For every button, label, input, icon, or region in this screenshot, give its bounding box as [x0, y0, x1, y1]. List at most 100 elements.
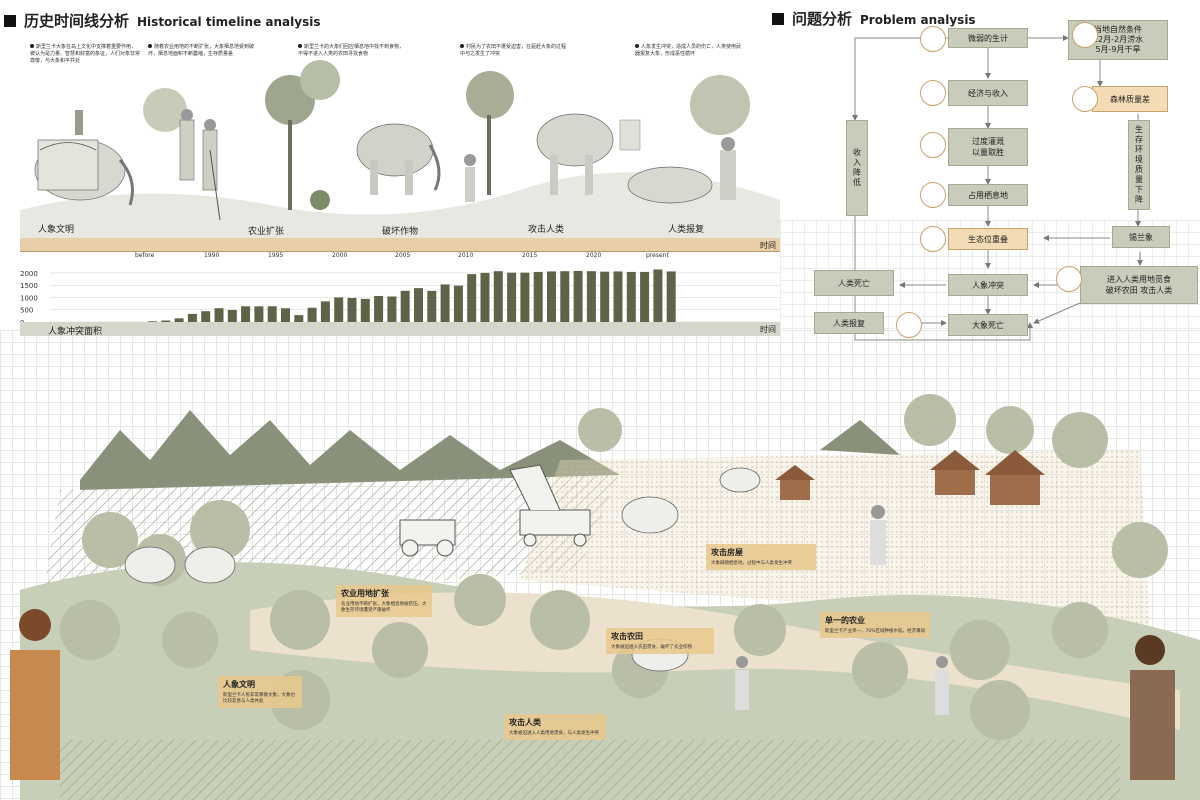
node-livelihood: 微弱的生计: [948, 28, 1028, 48]
year-label: 2020: [586, 252, 602, 259]
timeline-time-label: 时间: [760, 241, 776, 250]
human-revenge-illustration: [619, 75, 750, 204]
timeline-note-3: 斯里兰卡的大象们回应栖息地中找不到食物，不得不进入人类的农田寻找食物: [298, 44, 405, 57]
conflict-area-bar-chart: 2000150010005000: [20, 269, 780, 327]
bullet-icon: [148, 44, 152, 48]
farmer-icon: [920, 132, 946, 158]
chart-bar: [520, 272, 530, 322]
node-overgrazing: 过度灌溉 以量取胜: [948, 128, 1028, 166]
chart-ytick-label: 1500: [20, 282, 38, 290]
node-human-elephant-conflict: 人象冲突: [948, 274, 1028, 296]
chart-bar: [480, 272, 490, 322]
chart-title: 人象冲突面积: [48, 327, 103, 337]
node-economy: 经济与收入: [948, 80, 1028, 106]
timeline-note-4: 村民为了农田不遭受迫害，在驱赶大象的过程中与之发生了冲突: [460, 44, 567, 57]
year-label: 2010: [458, 252, 474, 259]
village-houses: [775, 450, 1045, 505]
year-label: 2000: [332, 252, 348, 259]
mountain-range: [80, 410, 620, 490]
chart-bar: [586, 271, 596, 322]
bullet-icon: [635, 44, 639, 48]
flow-arrow: [852, 37, 948, 121]
node-human-revenge: 人类报复: [814, 312, 884, 334]
title-square-icon: [772, 12, 784, 25]
chart-bar: [493, 271, 503, 322]
year-label: 2005: [395, 252, 411, 259]
mountain-range: [820, 420, 900, 455]
crop-destruction-illustration: [265, 60, 441, 210]
year-label: present: [646, 252, 669, 259]
chart-ytick-label: 1000: [20, 294, 38, 302]
history-section-title: 历史时间线分析 Historical timeline analysis: [4, 10, 320, 31]
year-label: 2015: [522, 252, 538, 259]
chart-bar: [148, 321, 157, 322]
chart-bar: [547, 271, 556, 322]
year-label: before: [135, 252, 155, 259]
chart-bar: [347, 297, 357, 322]
caption-attack-houses: 攻击房屋 大象踩踏栖息地，过程中与人类发生冲突: [706, 544, 816, 570]
timeline-note-1: 斯里兰卡大象在岛上文化中支撑着重要作用，被认为是力量、智慧和财富的象征，人们对象…: [30, 44, 141, 64]
chart-bar: [201, 311, 211, 322]
weapon-icon: [896, 312, 922, 338]
history-title-en: Historical timeline analysis: [137, 15, 321, 29]
construction-machinery: [399, 464, 591, 557]
money-hand-icon: [920, 80, 946, 106]
chart-bar: [467, 274, 477, 322]
fence-strip: [60, 740, 1120, 800]
stage-label-3: 破坏作物: [382, 227, 419, 237]
stage-label-1: 人象文明: [38, 225, 75, 235]
node-enter-farmland: 进入人类用地觅食 破坏农田 攻击人类: [1080, 266, 1198, 304]
problem-title-cn: 问题分析: [792, 10, 853, 28]
chart-bar: [560, 271, 570, 322]
chart-bar: [400, 290, 410, 322]
people-figures: [10, 505, 1175, 780]
chart-bar: [360, 298, 370, 322]
chart-bar: [281, 308, 290, 322]
chart-xlabel: 时间: [760, 325, 776, 334]
chart-bar: [533, 271, 543, 322]
bullet-icon: [298, 44, 302, 48]
node-elephant-death: 大象死亡: [948, 314, 1028, 336]
chart-bar: [414, 288, 423, 322]
title-square-icon: [4, 14, 16, 27]
bullet-icon: [30, 44, 34, 48]
chart-bar: [161, 320, 171, 322]
chart-bar: [387, 296, 397, 322]
chart-bar: [453, 285, 463, 322]
timeline-note-2: 随着农业用地的不断扩张，大象栖息地受到破坏，栖息地面积不断萎缩，生存质量差: [148, 44, 255, 57]
chart-bar: [320, 301, 330, 322]
year-label: 1990: [204, 252, 220, 259]
stage-label-2: 农业扩张: [248, 227, 285, 237]
node-ceylon-elephant: 锡兰象: [1112, 226, 1170, 248]
node-income-drop: 收入降低: [846, 120, 868, 216]
chart-bar: [214, 308, 224, 322]
node-forest-quality: 森林质量差: [1092, 86, 1168, 112]
farmers-illustration: [143, 88, 221, 221]
caption-agricultural-expansion: 农业用地扩张 农业用地不断扩张，大象栖息地被挤压，大象生存环境遭受严重破坏: [336, 585, 432, 617]
hand-coin-icon: [920, 26, 946, 52]
caption-attack-farmland: 攻击农田 大象被迫进入农田觅食，破坏了农业作物: [606, 628, 714, 654]
timeline-note-5: 人象发生冲突，造成人员的伤亡，人类使用武器报复大象，形成恶性循环: [635, 44, 742, 57]
chart-bar: [666, 271, 676, 322]
chart-bar: [440, 284, 450, 322]
winding-path: [250, 592, 1180, 730]
chart-bar: [254, 306, 264, 322]
stage-label-4: 攻击人类: [528, 225, 565, 235]
node-human-death: 人类死亡: [814, 270, 894, 296]
node-environment-decline: 生存环境质量下降: [1128, 120, 1150, 210]
chart-bar: [307, 307, 317, 322]
elephant-icon: [1056, 266, 1082, 292]
chart-bar: [187, 313, 197, 322]
habitat-icon: [920, 182, 946, 208]
decorated-elephant-illustration: [34, 110, 134, 206]
chart-bar: [640, 271, 650, 322]
timeline-bar: 时间: [20, 238, 780, 252]
caption-attack-humans: 攻击人类 大象被迫进入人类用地觅食，与人类发生冲突: [504, 714, 606, 740]
chart-bar: [573, 270, 583, 322]
problem-title-en: Problem analysis: [860, 13, 976, 27]
stage-label-5: 人类报复: [668, 225, 705, 235]
overlap-icon: [920, 226, 946, 252]
caption-human-elephant-civilization: 人象文明 斯里兰卡人民非常尊敬大象，大象也比较友善与人类共处: [218, 676, 302, 708]
caption-single-agriculture: 单一的农业 斯里兰卡产业单一，70%区域种植水稻，经济薄弱: [820, 612, 930, 638]
chart-ytick-label: 2000: [20, 270, 38, 278]
